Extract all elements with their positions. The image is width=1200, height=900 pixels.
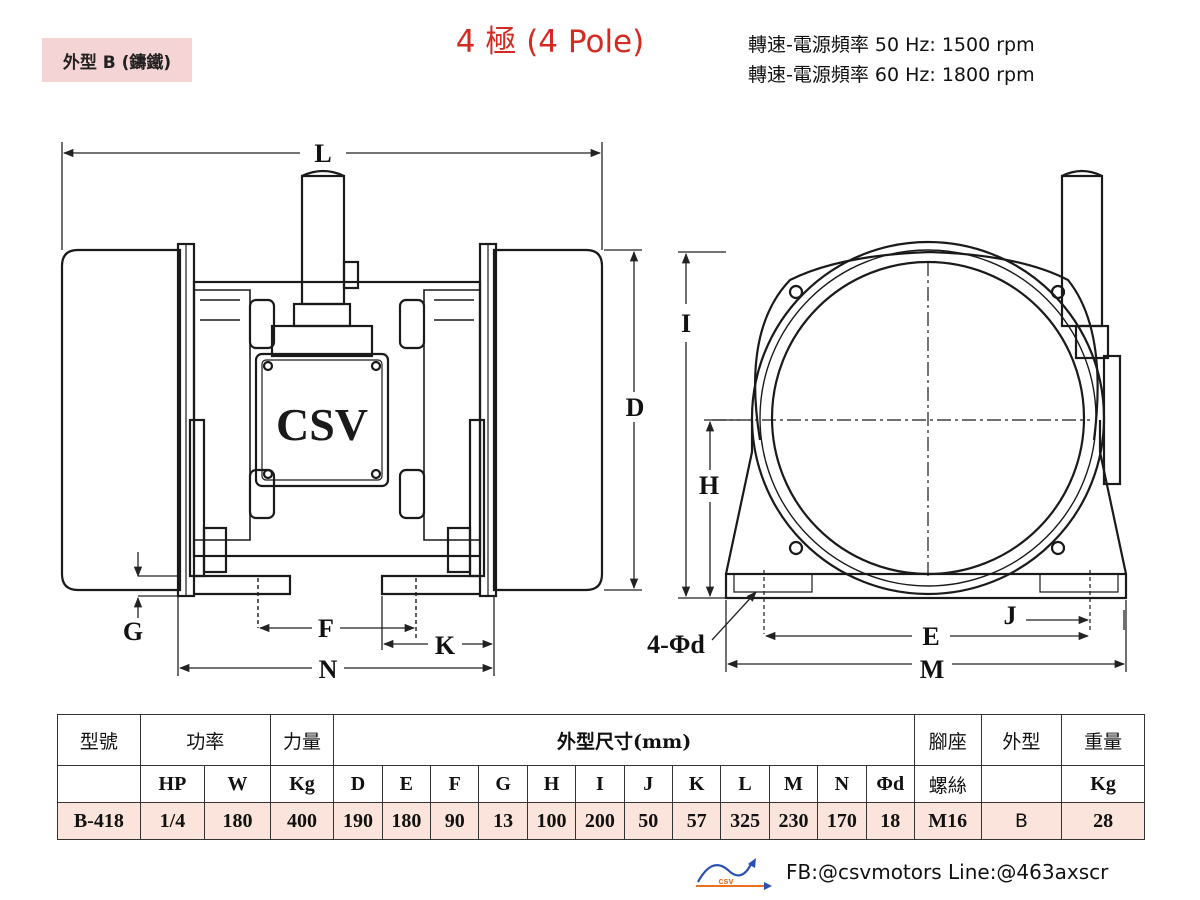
shape-badge: 外型 B (鑄鐵) [42,38,192,82]
subheader-e: E [381,765,432,803]
subheader-m: M [768,765,819,803]
side-view-dimensions [61,142,642,676]
dim-label-l: L [314,139,331,168]
csv-logo-icon: csv [696,858,772,890]
cell-k: 57 [671,802,722,840]
speed-60hz: 轉速-電源頻率 60 Hz: 1800 rpm [748,64,1035,86]
dim-label-f: F [318,614,334,643]
subheader-empty-shape [980,765,1063,803]
subheader-empty [57,765,141,803]
logo-text: csv [718,876,733,886]
cell-l: 325 [720,802,770,840]
dim-label-n: N [319,655,338,684]
subheader-j: J [623,765,674,803]
cell-model: B-418 [57,802,141,840]
subheader-d: D [333,765,383,803]
cell-weight: 28 [1061,802,1145,840]
cell-n: 170 [817,802,867,840]
cell-hp: 1/4 [139,802,206,840]
subheader-w: W [204,765,271,803]
cell-f: 90 [430,802,480,840]
header-model: 型號 [57,714,141,766]
spec-table: 型號 功率 力量 外型尺寸(mm) 腳座 外型 重量 HP W Kg D E F… [57,714,1145,840]
cell-j: 50 [623,802,674,840]
speed-50hz: 轉速-電源頻率 50 Hz: 1500 rpm [748,34,1035,56]
header-force: 力量 [269,714,335,766]
cell-g: 13 [478,802,528,840]
dim-label-e: E [922,622,939,651]
dim-label-k: K [435,631,456,660]
cell-screw: M16 [913,802,982,840]
dim-label-d: D [626,393,645,422]
front-view [712,169,1128,634]
header-foot: 腳座 [913,714,982,766]
subheader-g: G [478,765,528,803]
cell-m: 230 [768,802,819,840]
subheader-f: F [430,765,480,803]
header-power: 功率 [139,714,271,766]
front-view-dimensions [678,251,1127,672]
header-weight: 重量 [1061,714,1145,766]
subheader-i: I [575,765,625,803]
footer: csv FB:@csvmotors Line:@463axscr [692,852,1172,896]
cell-e: 180 [381,802,432,840]
page-title: 4 極 (4 Pole) [455,24,645,60]
subheader-n: N [817,765,867,803]
cell-force: 400 [269,802,335,840]
subheader-phid: Φd [865,765,915,803]
subheader-weight-unit: Kg [1061,765,1145,803]
table-row: B-418 1/4 180 400 190 180 90 13 100 200 … [57,802,1145,840]
brand-label: CSV [276,399,368,450]
subheader-h: H [526,765,577,803]
subheader-screw: 螺絲 [913,765,982,803]
table-header-row: 型號 功率 力量 外型尺寸(mm) 腳座 外型 重量 [57,714,1145,766]
cell-d: 190 [333,802,383,840]
subheader-kg: Kg [269,765,335,803]
dim-label-h: H [699,471,719,500]
subheader-hp: HP [139,765,206,803]
table-subheader-row: HP W Kg D E F G H I J K L M N Φd 螺絲 Kg [57,765,1145,803]
header-dimensions: 外型尺寸(mm) [333,714,915,766]
cell-phid: 18 [865,802,915,840]
dim-label-g: G [123,617,143,646]
side-view [60,169,604,640]
subheader-k: K [671,765,722,803]
speed-info: 轉速-電源頻率 50 Hz: 1500 rpm 轉速-電源頻率 60 Hz: 1… [748,30,1035,90]
dim-label-hole: 4-Φd [647,630,705,659]
cell-w: 180 [204,802,271,840]
dim-label-j: J [1004,601,1017,630]
dim-label-m: M [920,655,945,684]
subheader-l: L [720,765,770,803]
cell-i: 200 [575,802,625,840]
contact-info: FB:@csvmotors Line:@463axscr [786,860,1109,884]
cell-h: 100 [526,802,577,840]
cell-shape: B [980,802,1063,840]
header-shape: 外型 [980,714,1063,766]
dim-label-i: I [681,309,691,338]
